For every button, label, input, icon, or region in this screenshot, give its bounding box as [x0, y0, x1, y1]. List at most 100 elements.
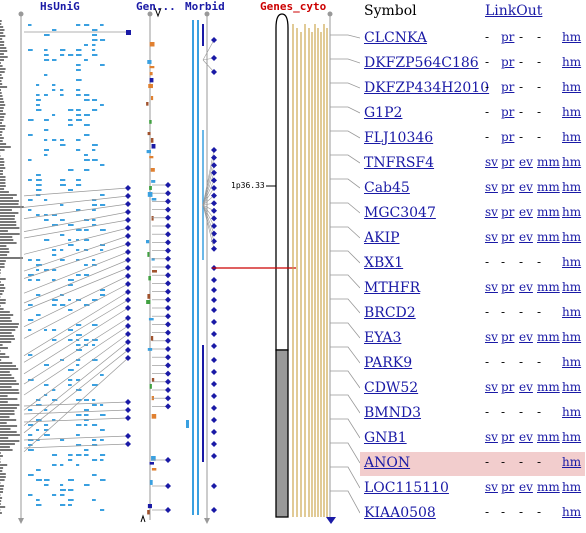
track-header-hsunig[interactable]: HsUniG	[40, 0, 80, 13]
linkout-sv-link[interactable]: sv	[485, 380, 498, 394]
gene-symbol-link[interactable]: LOC115110	[364, 480, 449, 496]
gene-symbol-link[interactable]: ANON	[364, 455, 411, 471]
linkout-ev-link[interactable]: ev	[519, 330, 533, 344]
linkout-pr-link[interactable]: pr	[501, 380, 515, 394]
gene-symbol-link[interactable]: Cab45	[364, 180, 410, 196]
linkout-pr-link[interactable]: pr	[501, 230, 515, 244]
gene-symbol-link[interactable]: TNFRSF4	[364, 155, 435, 171]
cluster-connector	[23, 307, 129, 375]
gene-symbol-link[interactable]: CLCNKA	[364, 30, 427, 46]
linkout-hm-link[interactable]: hm	[562, 305, 582, 319]
linkout-pr-link[interactable]: pr	[501, 155, 515, 169]
linkout-hm-link[interactable]: hm	[562, 105, 582, 119]
linkout-hm-link[interactable]: hm	[562, 205, 582, 219]
linkout-pr-link[interactable]: pr	[501, 105, 515, 119]
cluster-tick	[68, 109, 74, 111]
linkout-ev-link[interactable]: ev	[519, 155, 533, 169]
genes-bottom-arrow	[140, 514, 146, 523]
linkout-sv-link[interactable]: sv	[485, 155, 498, 169]
linkout-hm-link[interactable]: hm	[562, 280, 582, 294]
gene-symbol-link[interactable]: KIAA0508	[364, 505, 436, 521]
linkout-mm-link[interactable]: mm	[537, 205, 560, 219]
row-connector	[330, 202, 360, 214]
gene-symbol-link[interactable]: FLJ10346	[364, 130, 434, 146]
linkout-ev-link[interactable]: ev	[519, 205, 533, 219]
gene-symbol-link[interactable]: MGC3047	[364, 205, 436, 221]
linkout-mm-link[interactable]: mm	[537, 280, 560, 294]
cluster-tick	[60, 179, 66, 181]
gene-symbol-link[interactable]: CDW52	[364, 380, 419, 396]
linkout-mm-link[interactable]: mm	[537, 155, 560, 169]
linkout-hm-link[interactable]: hm	[562, 80, 582, 94]
linkout-pr-link[interactable]: pr	[501, 80, 515, 94]
cluster-tick	[92, 34, 98, 36]
track-header-morbid[interactable]: Morbid	[185, 0, 225, 13]
linkout-sv-link[interactable]: sv	[485, 280, 498, 294]
linkout-pr-link[interactable]: pr	[501, 280, 515, 294]
linkout-hm-link[interactable]: hm	[562, 455, 582, 469]
map-viewer[interactable]: 1p36.33	[0, 0, 360, 533]
linkout-sv-link[interactable]: sv	[485, 480, 498, 494]
linkout-pr-link[interactable]: pr	[501, 480, 515, 494]
linkout-pr-link[interactable]: pr	[501, 180, 515, 194]
gene-symbol-link[interactable]: DKFZP564C186	[364, 55, 479, 71]
gene-symbol-link[interactable]: PARK9	[364, 355, 413, 371]
linkout-hm-link[interactable]: hm	[562, 380, 582, 394]
linkout-mm-link[interactable]: mm	[537, 380, 560, 394]
linkout-header[interactable]: LinkOut	[485, 3, 543, 19]
gene-symbol-link[interactable]: G1P2	[364, 105, 403, 121]
linkout-hm-link[interactable]: hm	[562, 130, 582, 144]
cluster-tick	[52, 249, 57, 251]
density-bar	[0, 431, 17, 433]
cluster-tick	[92, 404, 97, 406]
linkout-pr-link[interactable]: pr	[501, 55, 515, 69]
linkout-sv-link[interactable]: sv	[485, 330, 498, 344]
linkout-hm-link[interactable]: hm	[562, 30, 582, 44]
linkout-sv-link[interactable]: sv	[485, 230, 498, 244]
cluster-tick	[84, 99, 90, 101]
linkout-sv-link[interactable]: sv	[485, 180, 498, 194]
linkout-sv-link[interactable]: sv	[485, 205, 498, 219]
linkout-hm-link[interactable]: hm	[562, 180, 582, 194]
linkout-pr-link[interactable]: pr	[501, 30, 515, 44]
linkout-hm-link[interactable]: hm	[562, 55, 582, 69]
track-header-genes[interactable]: Gen...	[136, 0, 176, 13]
linkout-hm-link[interactable]: hm	[562, 330, 582, 344]
gene-symbol-link[interactable]: XBX1	[364, 255, 404, 271]
linkout-hm-link[interactable]: hm	[562, 355, 582, 369]
linkout-sv-link[interactable]: sv	[485, 430, 498, 444]
gene-symbol-link[interactable]: BRCD2	[364, 305, 416, 321]
linkout-ev-link[interactable]: ev	[519, 280, 533, 294]
morbid-marker	[211, 357, 217, 363]
linkout-hm-link[interactable]: hm	[562, 480, 582, 494]
gene-symbol-link[interactable]: AKIP	[364, 230, 400, 246]
linkout-ev-link[interactable]: ev	[519, 230, 533, 244]
linkout-pr-link[interactable]: pr	[501, 130, 515, 144]
gene-symbol-link[interactable]: DKFZP434H2010	[364, 80, 490, 96]
linkout-ev-link[interactable]: ev	[519, 480, 533, 494]
linkout-ev-link[interactable]: ev	[519, 180, 533, 194]
linkout-hm-link[interactable]: hm	[562, 255, 582, 269]
gene-symbol-link[interactable]: BMND3	[364, 405, 422, 421]
linkout-mm-link[interactable]: mm	[537, 180, 560, 194]
linkout-mm-link[interactable]: mm	[537, 430, 560, 444]
linkout-mm-link[interactable]: mm	[537, 330, 560, 344]
linkout-hm-link[interactable]: hm	[562, 430, 582, 444]
linkout-pr-link[interactable]: pr	[501, 205, 515, 219]
gene-marker	[125, 257, 131, 263]
gene-symbol-link[interactable]: MTHFR	[364, 280, 421, 296]
linkout-pr-link[interactable]: pr	[501, 330, 515, 344]
gene-symbol-link[interactable]: EYA3	[364, 330, 402, 346]
track-header-genes-cyto[interactable]: Genes_cyto	[260, 0, 327, 13]
linkout-pr-link[interactable]: pr	[501, 430, 515, 444]
gene-symbol-link[interactable]: GNB1	[364, 430, 407, 446]
linkout-mm-link[interactable]: mm	[537, 480, 560, 494]
linkout-ev-link[interactable]: ev	[519, 430, 533, 444]
linkout-hm-link[interactable]: hm	[562, 155, 582, 169]
linkout-ev-link[interactable]: ev	[519, 380, 533, 394]
linkout-mm-link[interactable]: mm	[537, 230, 560, 244]
linkout-hm-link[interactable]: hm	[562, 405, 582, 419]
cluster-connector	[23, 275, 129, 328]
linkout-hm-link[interactable]: hm	[562, 230, 582, 244]
linkout-hm-link[interactable]: hm	[562, 505, 582, 519]
